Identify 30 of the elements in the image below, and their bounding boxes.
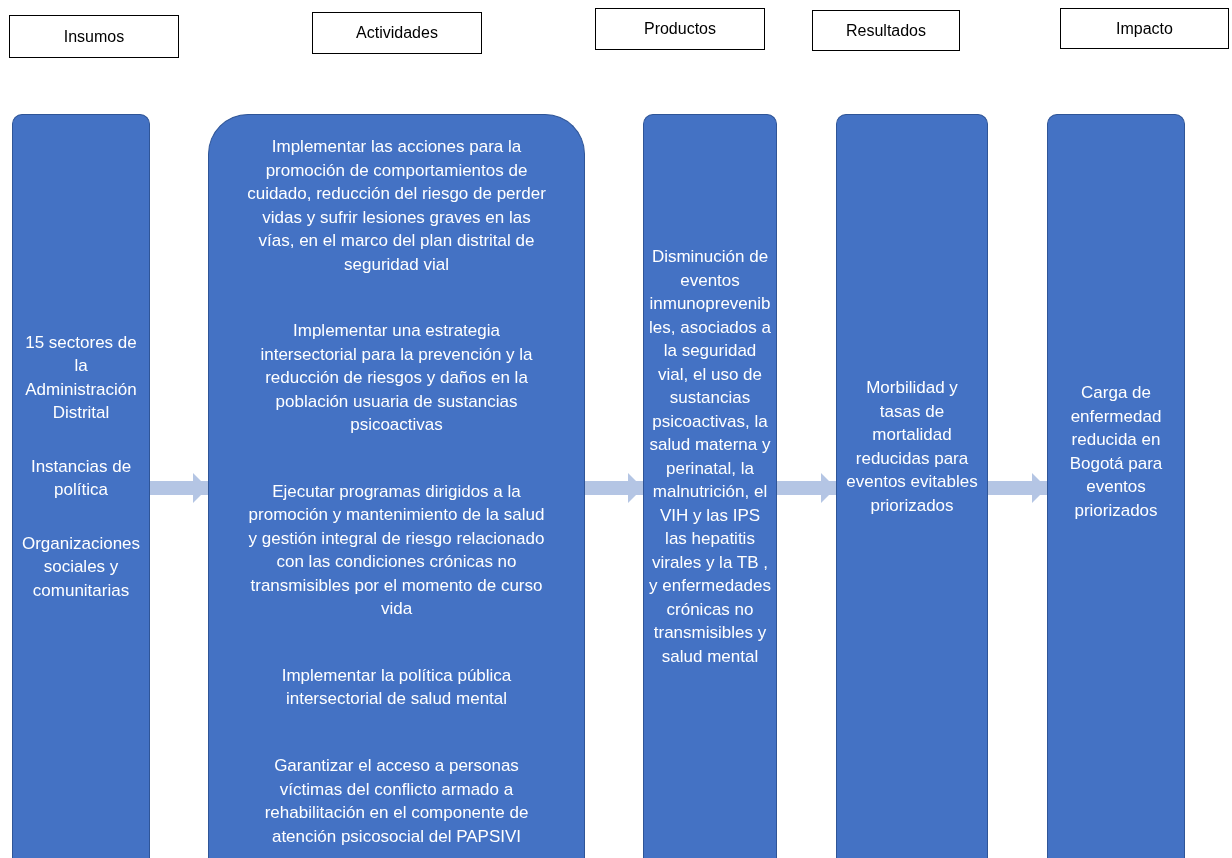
header-text: Insumos [63, 27, 125, 46]
column-text: Organizaciones sociales y comunitarias [20, 532, 142, 602]
column-box [12, 114, 150, 858]
header-box [312, 12, 482, 54]
block-arrow [988, 473, 1047, 503]
column-text: Ejecutar programas dirigidos a la promoción y mantenimiento de la salud y gestión integral de riesgo relacionado con las condiciones crónicas no transmisibles por el momento de curso vida [247, 480, 546, 621]
header-box [1060, 8, 1229, 49]
column-text: Carga de enfermedad reducida en Bogotá para eventos priorizados [1068, 382, 1164, 522]
column-text: Implementar una estrategia intersectorial para la prevención y la reducción de riesgos y daños en la población usuaria de sustancias psicoactivas [259, 320, 534, 437]
column-text: Instancias de política [29, 455, 133, 502]
column-text: Garantizar el acceso a personas víctimas del conflicto armado a rehabilitación en el componente de atención psicosocial del PAPSIVI [263, 755, 530, 848]
block-arrow [150, 473, 208, 503]
header-box [9, 15, 179, 58]
column-box [208, 114, 585, 858]
column-box [836, 114, 988, 858]
block-arrow [585, 473, 643, 503]
header-text: Resultados [845, 21, 926, 40]
header-text: Actividades [356, 24, 438, 42]
column-text: Implementar las acciones para la promoción de comportamientos de cuidado, reducción del riesgo de perder vidas y sufrir lesiones graves en las vías, en el marco del plan distrital de seguridad vial [246, 136, 547, 276]
header-text: Productos [643, 20, 716, 38]
block-arrow [777, 473, 836, 503]
header-box [812, 10, 960, 51]
column-text: 15 sectores de la Administración Distrital [24, 331, 138, 425]
column-text: Morbilidad y tasas de mortalidad reducidas para eventos evitables priorizados [845, 377, 979, 517]
column-box [643, 114, 777, 858]
column-box [1047, 114, 1185, 858]
header-box [595, 8, 765, 50]
header-text: Impacto [1116, 19, 1173, 38]
column-text: Implementar la política pública intersectorial de salud mental [280, 664, 513, 711]
column-text: Disminución de eventos inmunoprevenibles, asociados a la seguridad vial, el uso de sustancias psicoactivas, la salud materna y perinatal, la malnutrición, el VIH y las IPS las hepatitis virales y la TB , y enfermedades crónicas no transmisibles y salud mental [648, 246, 772, 668]
